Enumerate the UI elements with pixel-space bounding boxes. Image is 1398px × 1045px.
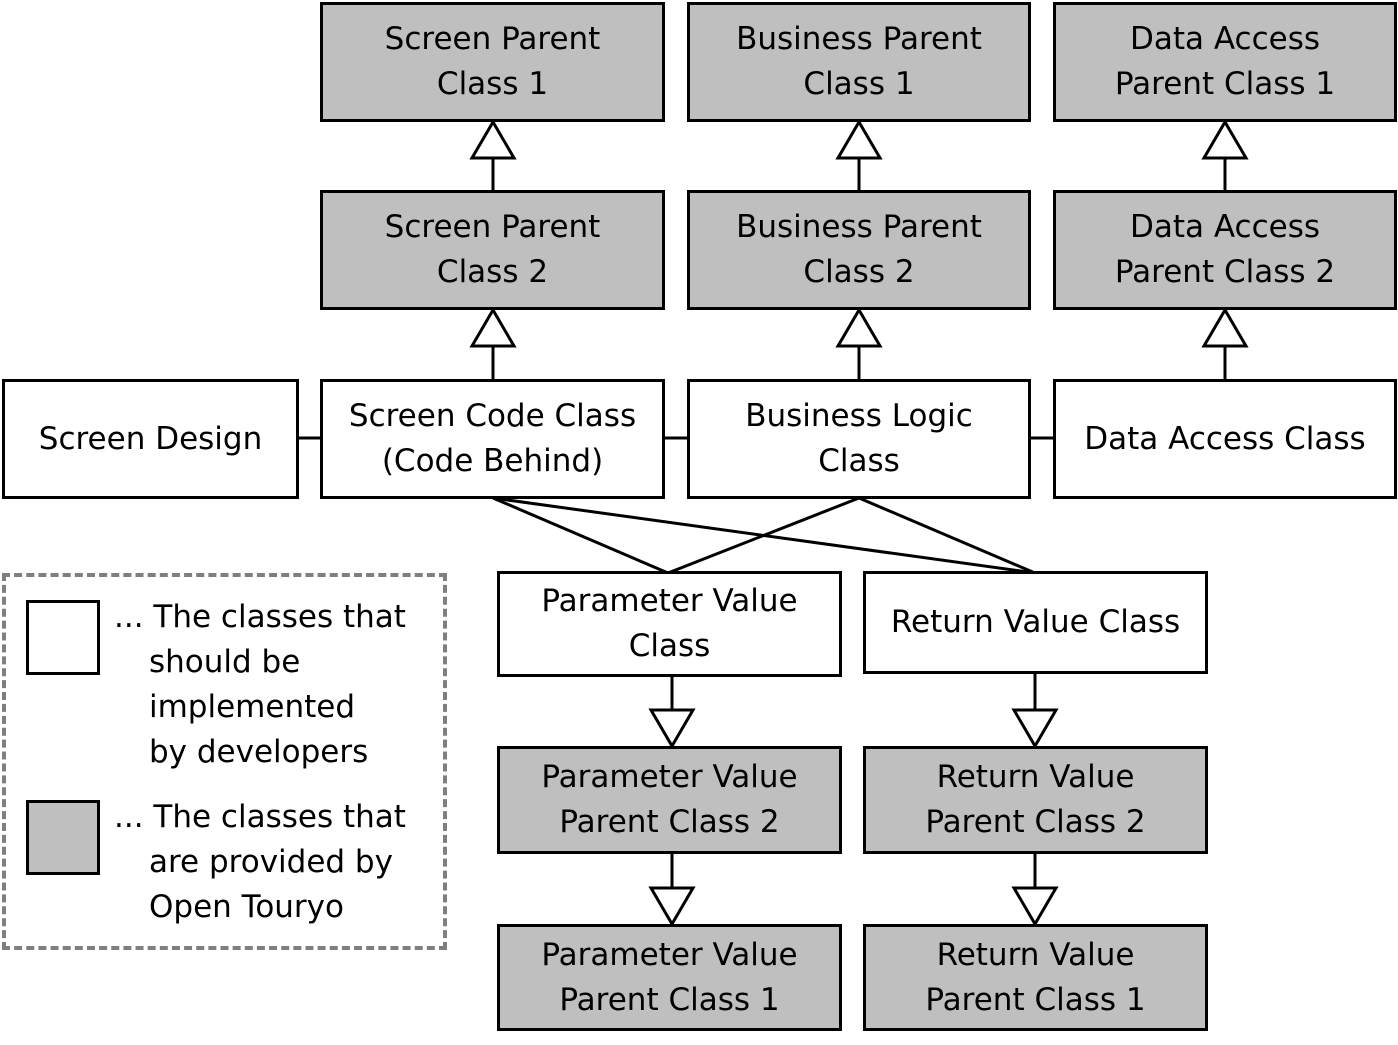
legend-text-implemented: ... The classes that should be implement… <box>114 599 406 770</box>
inheritance-arrow-icon <box>648 886 696 927</box>
legend-box: ... The classes that should be implement… <box>2 573 447 950</box>
link-code-to-parameter <box>492 496 669 575</box>
link-business-to-parameter <box>667 496 860 575</box>
inheritance-arrow-icon <box>469 119 517 160</box>
business-parent-class-1-box: Business Parent Class 1 <box>687 2 1031 122</box>
parameter-value-class-box: Parameter Value Class <box>497 571 842 677</box>
return-value-parent-class-1-box: Return Value Parent Class 1 <box>863 924 1208 1031</box>
inheritance-arrow-icon <box>469 307 517 348</box>
return-value-class-box: Return Value Class <box>863 571 1208 674</box>
parameter-value-parent-class-2-box: Parameter Value Parent Class 2 <box>497 746 842 854</box>
inheritance-arrow-icon <box>648 708 696 749</box>
data-access-parent-class-1-box: Data Access Parent Class 1 <box>1053 2 1397 122</box>
inheritance-arrow-icon <box>1011 886 1059 927</box>
inheritance-arrow-icon <box>835 307 883 348</box>
inheritance-arrow-icon <box>1201 119 1249 160</box>
inheritance-arrow-icon <box>1201 307 1249 348</box>
legend-text-provided: ... The classes that are provided by Ope… <box>114 799 406 925</box>
legend-swatch-implemented <box>26 600 100 675</box>
screen-parent-class-2-box: Screen Parent Class 2 <box>320 190 665 310</box>
parameter-value-parent-class-1-box: Parameter Value Parent Class 1 <box>497 924 842 1031</box>
screen-code-class-box: Screen Code Class (Code Behind) <box>320 379 665 499</box>
link-business-to-return <box>858 496 1036 575</box>
business-parent-class-2-box: Business Parent Class 2 <box>687 190 1031 310</box>
business-logic-class-box: Business Logic Class <box>687 379 1031 499</box>
data-access-class-box: Data Access Class <box>1053 379 1397 499</box>
screen-parent-class-1-box: Screen Parent Class 1 <box>320 2 665 122</box>
return-value-parent-class-2-box: Return Value Parent Class 2 <box>863 746 1208 854</box>
inheritance-arrow-icon <box>835 119 883 160</box>
screen-design-box: Screen Design <box>2 379 299 499</box>
legend-swatch-provided <box>26 800 100 875</box>
data-access-parent-class-2-box: Data Access Parent Class 2 <box>1053 190 1397 310</box>
inheritance-arrow-icon <box>1011 708 1059 749</box>
